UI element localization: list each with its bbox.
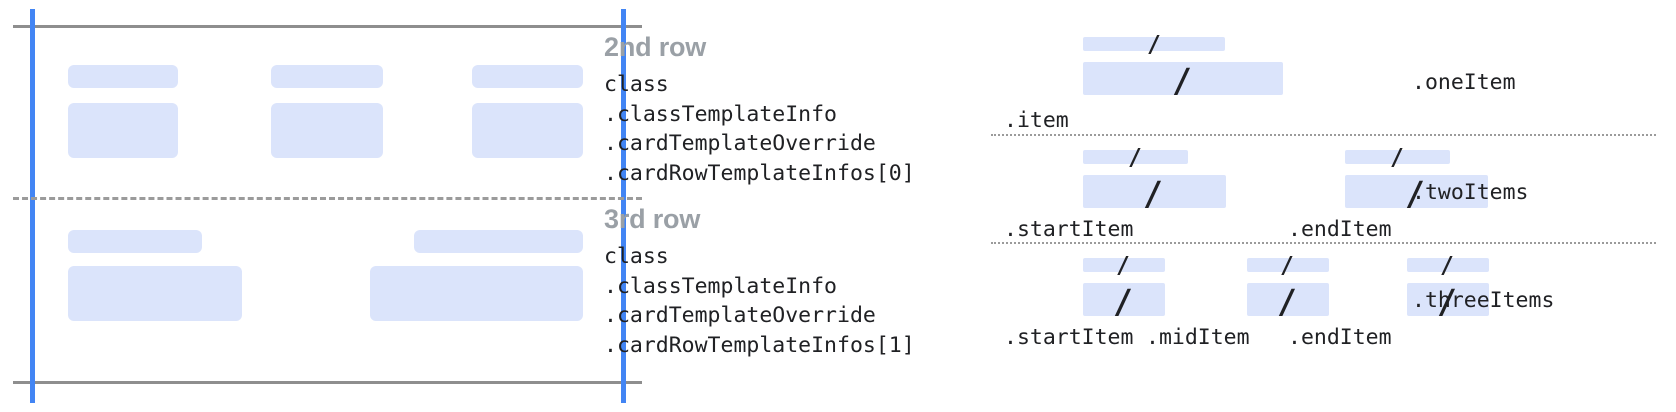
variant-label: .threeItems — [1412, 288, 1555, 313]
slot-slash-glyph: / — [1405, 174, 1425, 213]
row-divider — [13, 197, 642, 200]
slot-caption-bar — [1083, 258, 1165, 272]
slot-slash-glyph: / — [1113, 282, 1133, 321]
row-code-path: class .classTemplateInfo .cardTemplateOv… — [604, 72, 915, 186]
placeholder-box — [370, 266, 583, 321]
placeholder-line — [472, 65, 583, 88]
placeholder-box — [68, 103, 178, 158]
row-code-path: class .classTemplateInfo .cardTemplateOv… — [604, 244, 915, 358]
slot-body-bar — [1083, 62, 1283, 95]
slot-caption-bar — [1345, 150, 1450, 164]
bottom-boundary-guide — [13, 381, 642, 384]
slot-label: .endItem — [1288, 325, 1392, 350]
top-boundary-guide — [13, 25, 642, 28]
row-title: 3rd row — [604, 204, 701, 234]
slot-slash-glyph: / — [1172, 61, 1192, 100]
left-margin-guide — [30, 9, 35, 403]
slot-slash-glyph: / — [1143, 174, 1163, 213]
placeholder-box — [68, 266, 242, 321]
slot-slash-glyph: / — [1440, 253, 1454, 279]
row-description-3rd: 3rd row class .classTemplateInfo .cardTe… — [604, 202, 915, 360]
slot-body-bar — [1407, 283, 1489, 316]
slot-caption-bar — [1083, 150, 1188, 164]
placeholder-line — [271, 65, 383, 88]
row-title: 2nd row — [604, 32, 707, 62]
slot-slash-glyph: / — [1390, 145, 1404, 171]
slot-slash-glyph: / — [1128, 145, 1142, 171]
right-margin-guide — [621, 9, 626, 403]
slot-slash-glyph: / — [1116, 253, 1130, 279]
placeholder-box — [472, 103, 583, 158]
slot-label: .startItem — [1004, 325, 1134, 350]
slot-caption-bar — [1247, 258, 1329, 272]
variant-divider — [991, 242, 1656, 244]
slot-slash-glyph: / — [1437, 282, 1457, 321]
slot-body-bar — [1345, 175, 1488, 208]
slot-body-bar — [1083, 283, 1165, 316]
slot-caption-bar — [1407, 258, 1489, 272]
slot-slash-glyph: / — [1277, 282, 1297, 321]
slot-label: .startItem — [1004, 217, 1134, 242]
slot-body-bar — [1083, 175, 1226, 208]
placeholder-line — [68, 65, 178, 88]
variant-divider — [991, 134, 1656, 136]
slot-slash-glyph: / — [1147, 32, 1161, 58]
variant-label: .twoItems — [1412, 180, 1529, 205]
placeholder-line — [68, 230, 202, 253]
placeholder-line — [414, 230, 583, 253]
slot-label: .midItem — [1146, 325, 1250, 350]
slot-caption-bar — [1083, 37, 1225, 51]
slot-label: .endItem — [1288, 217, 1392, 242]
variant-label: .oneItem — [1412, 70, 1516, 95]
slot-body-bar — [1247, 283, 1329, 316]
slot-label: .item — [1004, 108, 1069, 133]
slot-slash-glyph: / — [1280, 253, 1294, 279]
row-description-2nd: 2nd row class .classTemplateInfo .cardTe… — [604, 30, 915, 188]
placeholder-box — [271, 103, 383, 158]
